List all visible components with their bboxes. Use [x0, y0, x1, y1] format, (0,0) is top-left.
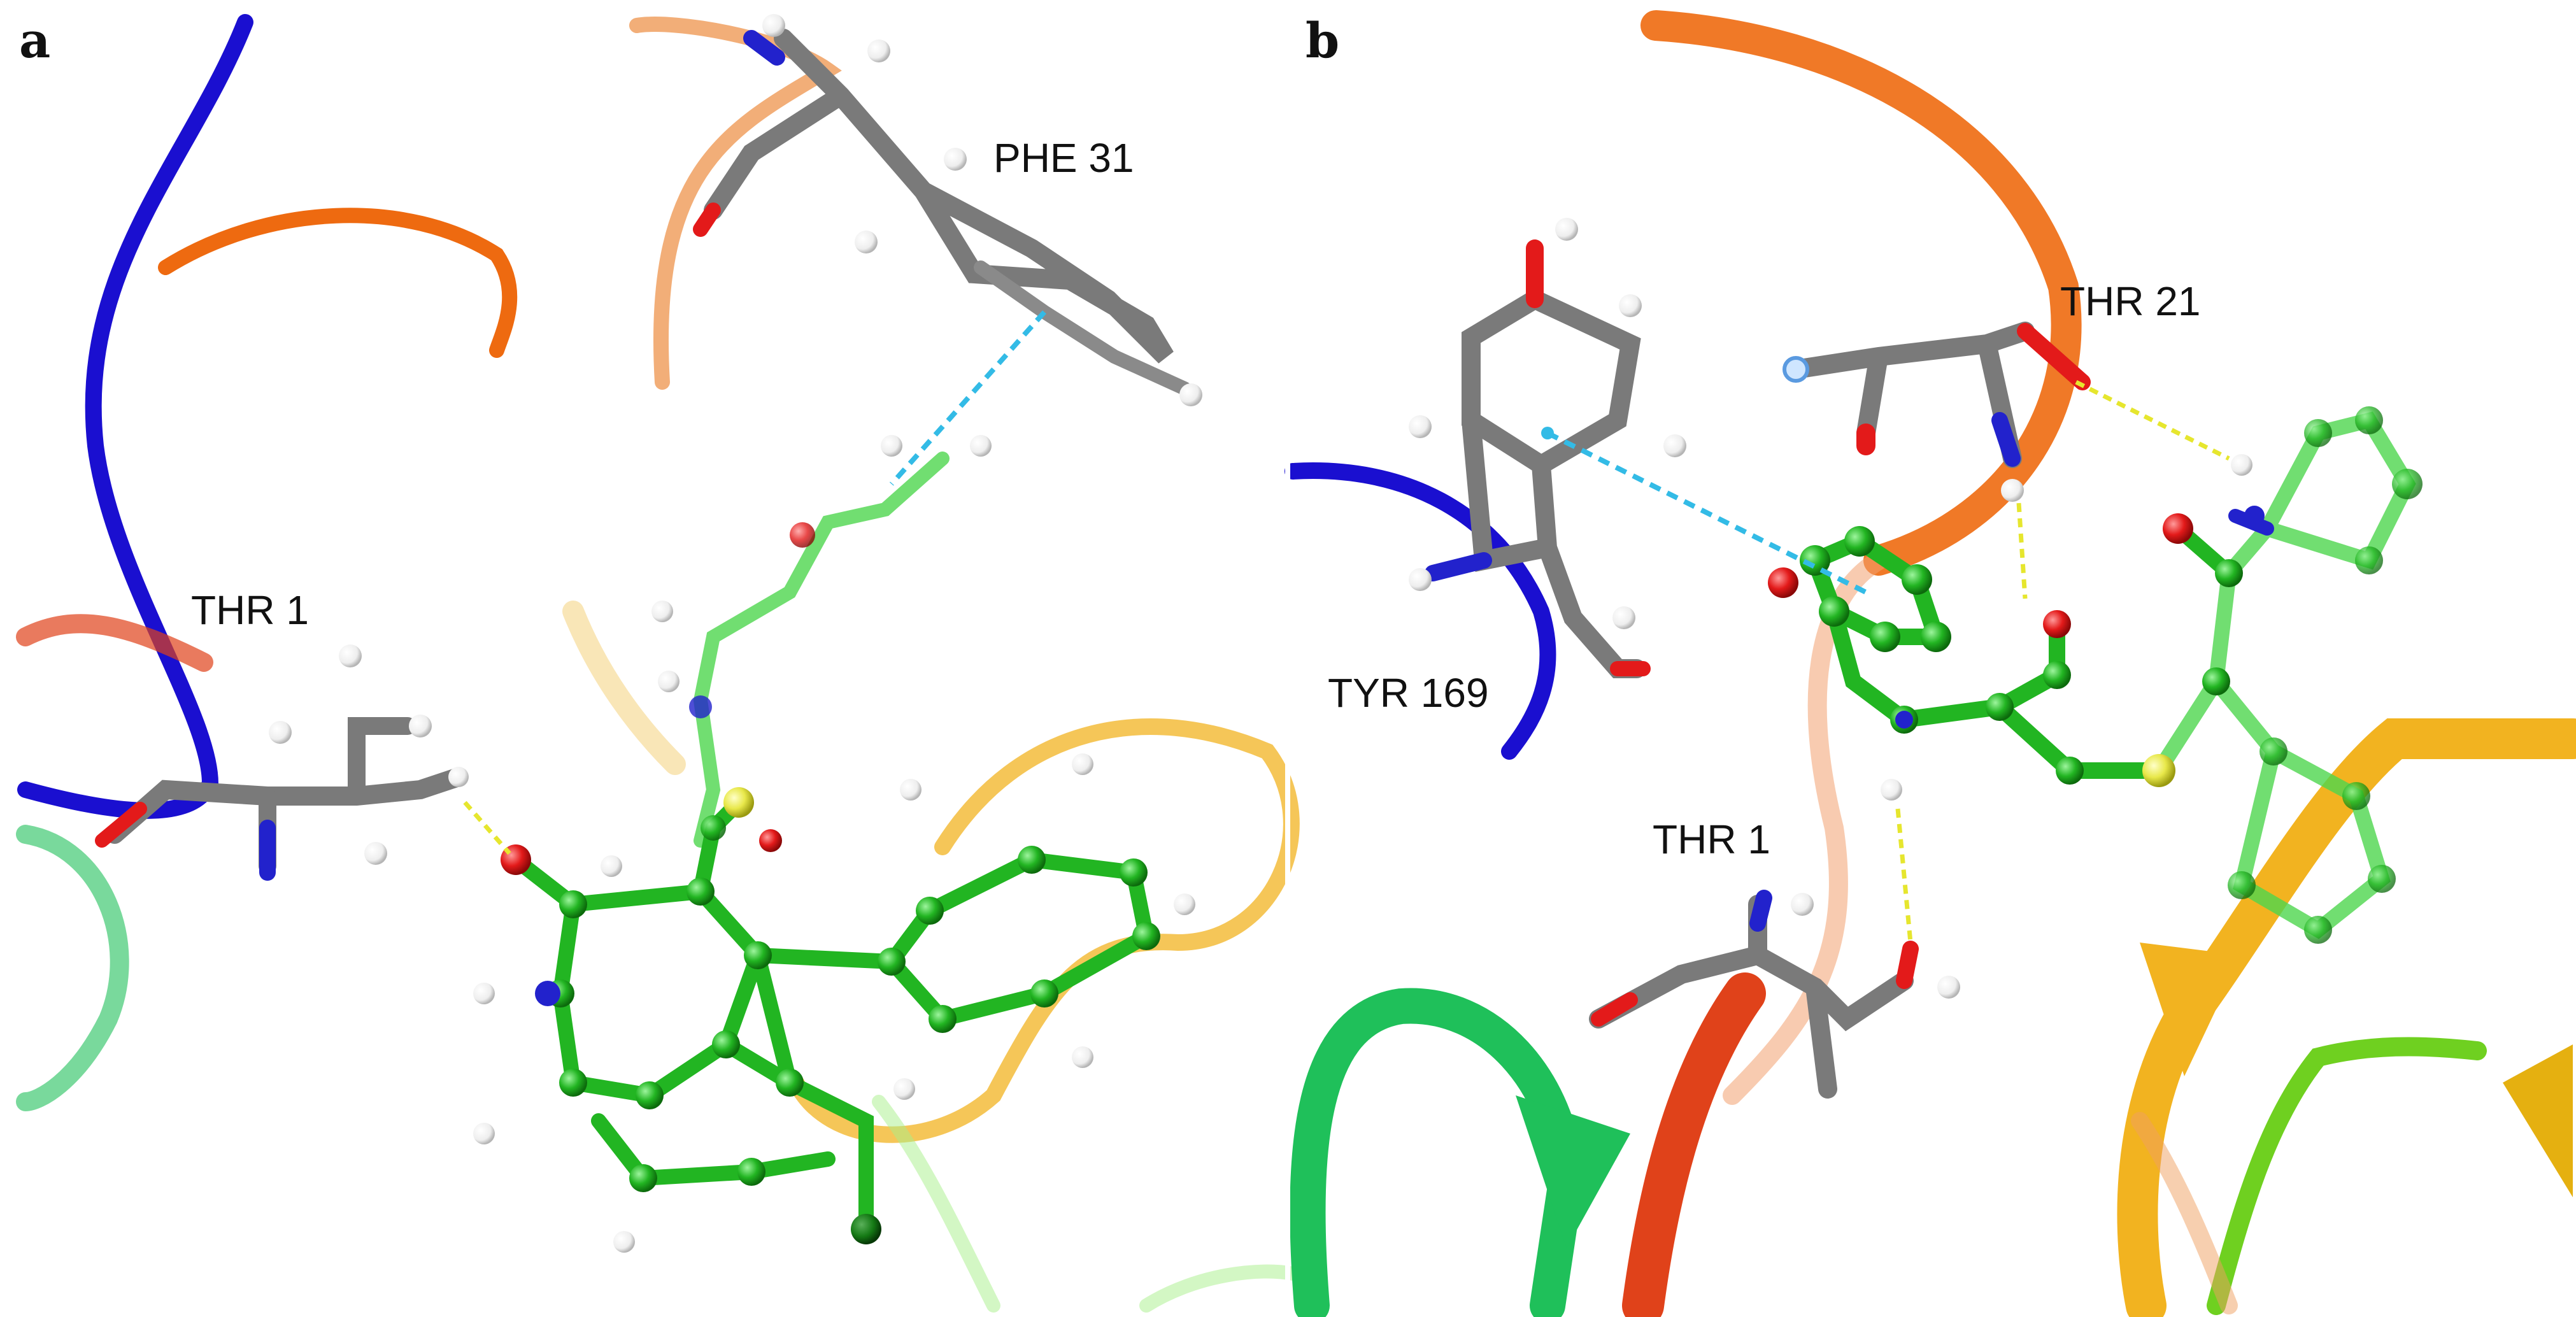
thr21-residue [1783, 322, 2091, 502]
label-thr21: THR 21 [2060, 278, 2201, 324]
ribbon-blue-b [1284, 462, 1556, 760]
ribbon-gold-a2 [562, 601, 686, 775]
ribbon-lightgreen-a [872, 1095, 1000, 1313]
ribbon-blue-a [17, 14, 253, 819]
ribbon-orange-a1 [158, 208, 518, 358]
thr1-residue-a [95, 644, 469, 881]
ribbon-orange-a2 [629, 17, 842, 390]
pi-centroid-tyr169 [1541, 427, 1554, 439]
ribbon-gold-b-arrow [2140, 943, 2242, 1076]
thr1-residue-b [1589, 890, 1960, 1099]
ribbon-gold-b-corner [2503, 1044, 2573, 1197]
ribbon-lightgreen-b [2207, 1037, 2487, 1315]
panel-b-letter: b [1306, 12, 1339, 69]
ribbon-red-b [1622, 972, 1766, 1317]
phe31-residue [693, 14, 1202, 406]
ribbon-orange-b-lower [2131, 1112, 2238, 1314]
panel-b: b THR 21 TYR 169 THR 1 [1284, 10, 2576, 1317]
ligand-b [1768, 406, 2423, 944]
panel-divider [1285, 0, 1290, 1317]
label-phe31: PHE 31 [993, 135, 1134, 181]
label-thr1-a: THR 1 [191, 587, 309, 633]
ribbon-green-a [16, 825, 129, 1111]
label-tyr169: TYR 169 [1328, 670, 1489, 716]
tyr169-residue [1409, 218, 1686, 678]
ribbon-green-b-arrow [1516, 1095, 1630, 1248]
ribbon-orange-b [1640, 10, 2082, 576]
hbond-thr1-ligand-b [1895, 808, 1913, 943]
hbond-thr21-nh-ligand [2016, 502, 2028, 599]
panel-a: a PHE 31 THR 1 [16, 12, 1300, 1313]
hbond-thr21-ligand [2075, 380, 2230, 461]
ribbon-red-a [16, 614, 213, 672]
hbond-thr1-ligand-a [463, 801, 511, 855]
ribbon-green-b [1290, 988, 1585, 1317]
label-thr1-b: THR 1 [1653, 816, 1770, 862]
panel-a-letter: a [19, 12, 50, 69]
ribbon-gold-a [788, 718, 1300, 1143]
pi-contact-phe31-a [890, 310, 1046, 486]
pi-contact-tyr169 [1546, 431, 1867, 595]
ribbon-lightgreen-a2 [1139, 1264, 1300, 1313]
